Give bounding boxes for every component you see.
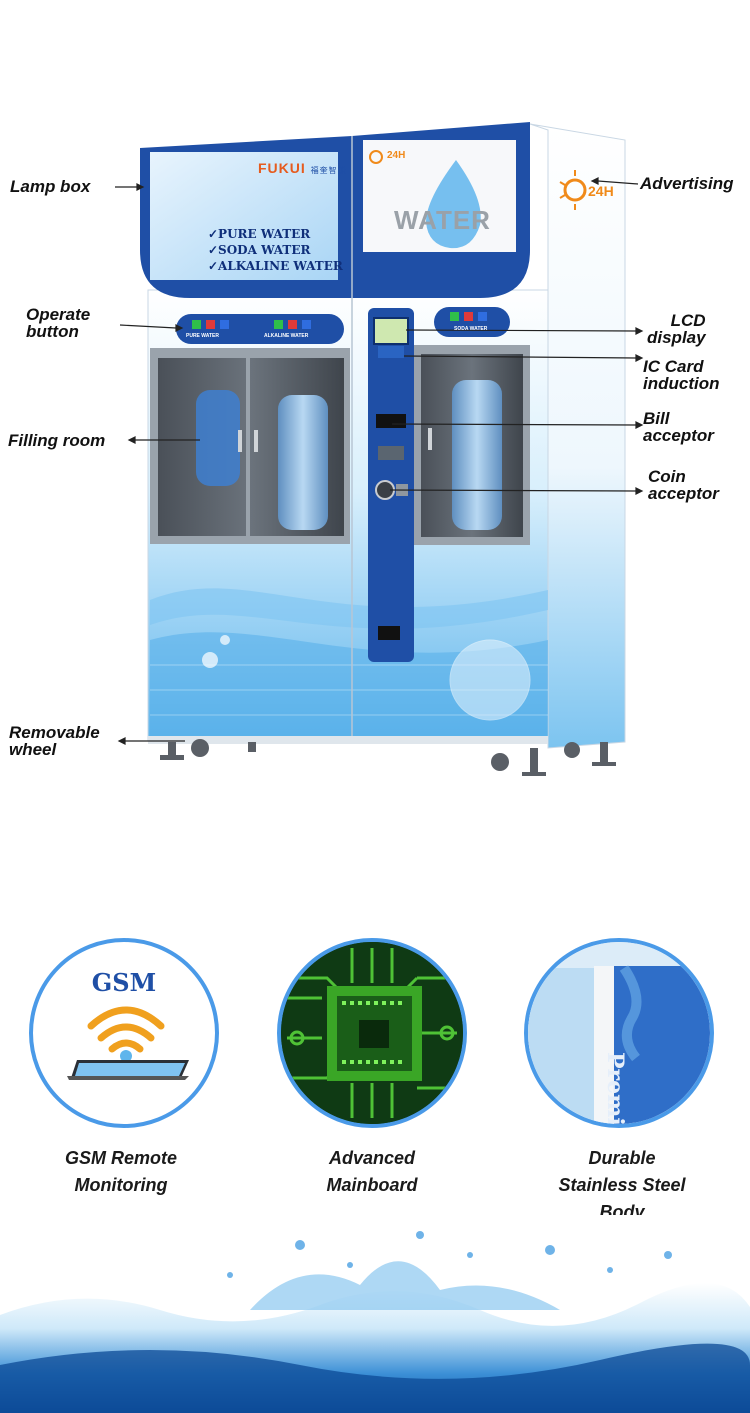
badge-24h-small: 24H (387, 150, 406, 161)
panel-label-soda: SODA WATER (454, 326, 488, 332)
gsm-icon-text: GSM (91, 968, 157, 997)
lcd-screen (373, 317, 409, 345)
feature-stainless-circle: Premium (524, 938, 714, 1128)
sun-24h-icon (559, 170, 587, 210)
badge-24h-side: 24H (588, 183, 614, 199)
callout-lamp-box: Lamp box (10, 177, 91, 196)
lamp-line-alkaline: ✓ALKALINE WATER (208, 259, 343, 273)
feature-gsm-label: GSM Remote Monitoring (64, 1148, 178, 1195)
ic-card-reader (378, 346, 404, 358)
operate-panel-right (434, 307, 510, 337)
callout-ic-card: IC Card induction (643, 357, 720, 393)
feature-mainboard-label: Advanced Mainboard (326, 1148, 418, 1195)
callout-advertising: Advertising (640, 174, 734, 193)
right-panel-water-text: WATER (394, 205, 491, 235)
callout-lcd-display: LCD display (647, 311, 706, 347)
brand-logo: FUKUI 福奎智能 (258, 160, 347, 176)
vending-machine-illustration (115, 122, 644, 776)
wifi-icon (87, 1006, 165, 1062)
tablet-icon (67, 1060, 189, 1080)
callout-coin-acceptor: Coin acceptor (648, 467, 719, 503)
operate-buttons-left (192, 320, 311, 329)
operate-panel-left (176, 314, 344, 344)
water-bottle (278, 395, 328, 530)
callout-operate-button: Operate button (26, 305, 91, 341)
lamp-line-soda: ✓SODA WATER (208, 243, 311, 257)
brand-name: FUKUI (258, 160, 306, 176)
wheels (160, 739, 616, 776)
water-drop-icon (426, 160, 481, 249)
premium-text: Premium (602, 1052, 628, 1128)
machine-side-panel (529, 123, 626, 749)
brand-sub: 福奎智能 (310, 166, 347, 175)
callout-arrows (115, 177, 644, 745)
bill-acceptor-slot (376, 414, 406, 428)
mainboard-icon (281, 942, 463, 1124)
lamp-box-text: ✓PURE WATER ✓SODA WATER ✓ALKALINE WATER (208, 226, 343, 274)
panel-label-alkaline: ALKALINE WATER (264, 333, 309, 339)
stainless-body-icon (528, 942, 710, 1124)
lamp-line-pure: ✓PURE WATER (208, 227, 311, 241)
lamp-box-left-panel (150, 152, 338, 280)
sun-24h-small-icon (369, 150, 383, 164)
water-splash-footer (0, 1215, 750, 1413)
operate-buttons-right (450, 312, 487, 321)
callout-bill-acceptor: Bill acceptor (643, 409, 714, 445)
callout-filling-room: Filling room (8, 431, 106, 450)
feature-stainless-label: Durable Stainless Steel Body (558, 1148, 686, 1222)
callout-removable-wheel: Removable wheel (9, 723, 100, 759)
machine-base (148, 736, 548, 744)
feature-mainboard-circle (277, 938, 467, 1128)
feature-gsm-circle: GSM (29, 938, 219, 1128)
water-bottle (452, 380, 502, 530)
water-bottle (196, 390, 240, 486)
bubble-decoration (449, 639, 531, 721)
panel-label-pure: PURE WATER (186, 333, 219, 339)
